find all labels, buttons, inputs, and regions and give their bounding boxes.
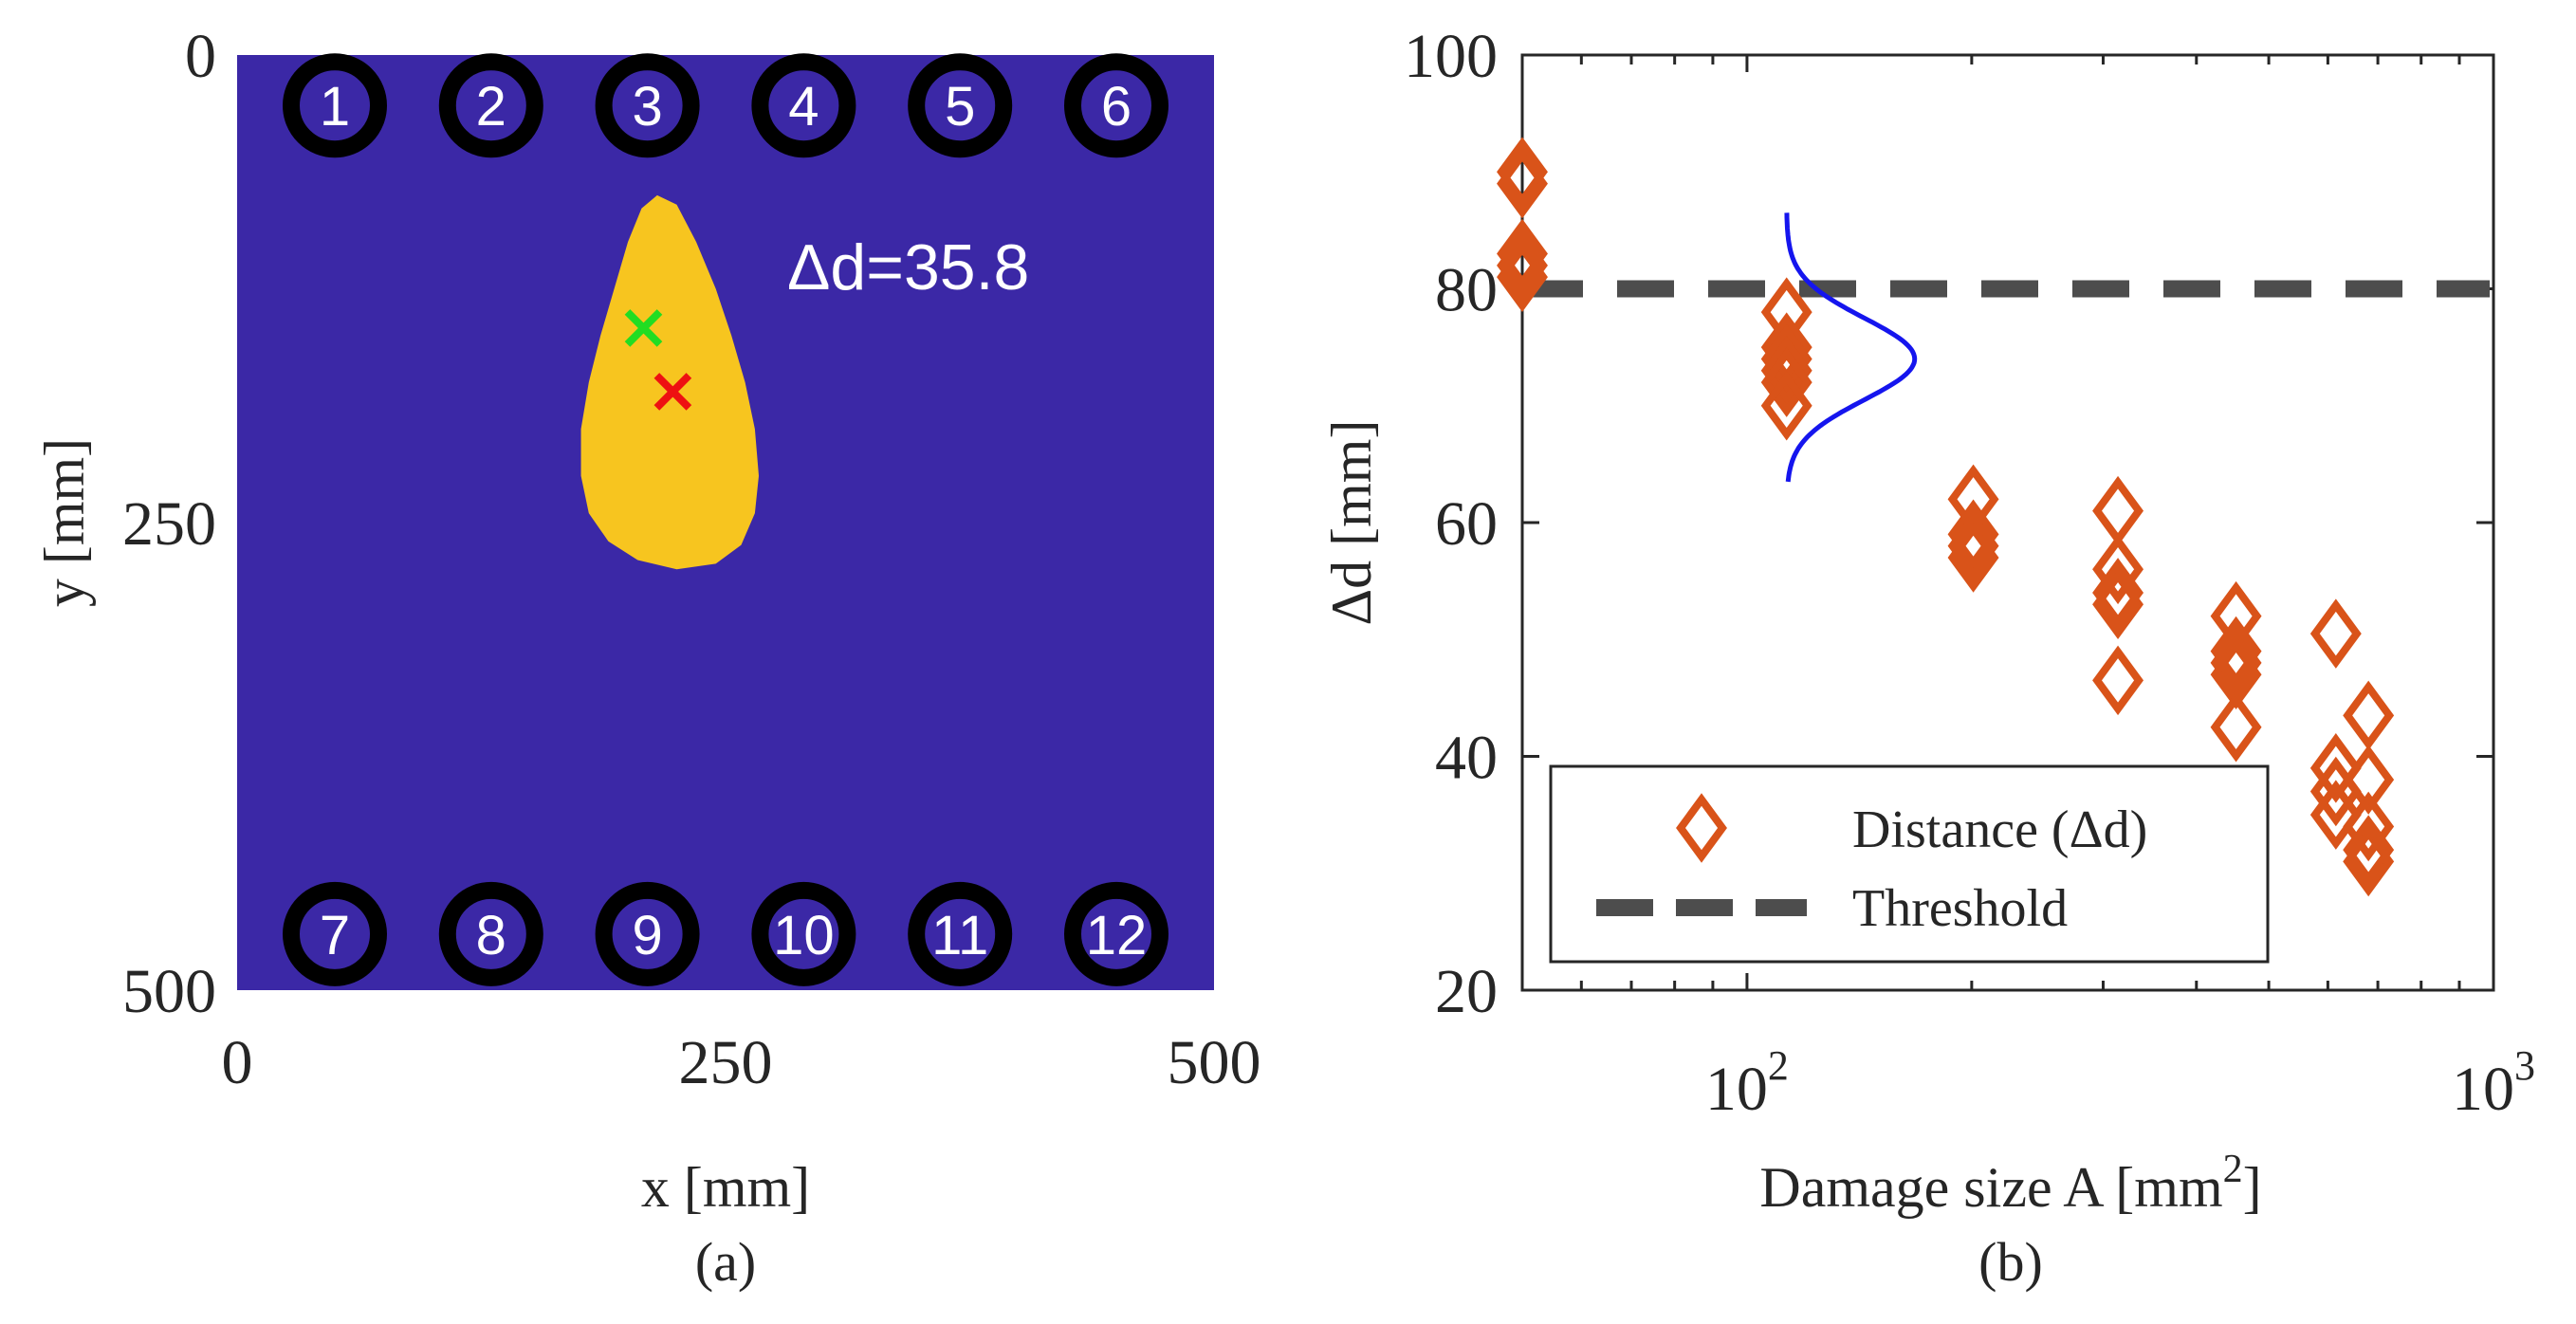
sensor-label: 6: [1101, 76, 1132, 138]
x-tick-label-a: 500: [1168, 1028, 1261, 1097]
estimated-location-marker: [653, 373, 692, 411]
x-tick-label-b: 102: [1705, 1042, 1789, 1124]
y-tick-label-b: 40: [1435, 724, 1498, 793]
distance-point: [1947, 499, 1999, 570]
distance-point: [2309, 733, 2362, 803]
y-tick-label-b: 80: [1435, 256, 1498, 325]
sensor-circle: [908, 881, 1013, 986]
distance-point: [2210, 691, 2262, 763]
distance-point: [1497, 148, 1548, 219]
y-tick-label-b: 100: [1404, 22, 1498, 91]
sensor-circle: [438, 881, 543, 986]
delta-d-annotation: Δd=35.8: [787, 231, 1029, 303]
y-tick-label-b: 20: [1435, 957, 1498, 1026]
sensor-label: 11: [931, 905, 988, 966]
distance-point: [2309, 780, 2362, 850]
distance-point: [1760, 336, 1812, 406]
distance-point: [2092, 645, 2144, 716]
y-tick-label-a: 500: [122, 957, 216, 1026]
sensor-circle: [908, 53, 1013, 158]
sensor-circle: [438, 53, 543, 158]
sensor-circle: [283, 53, 387, 158]
legend-box: [1549, 764, 2270, 964]
y-tick-label-a: 250: [122, 489, 216, 559]
location-markers: [624, 309, 692, 411]
distance-point: [2343, 680, 2395, 751]
distance-point: [1497, 230, 1548, 301]
sensor-circle: [751, 881, 856, 986]
distance-point: [2343, 815, 2395, 885]
sensor-label: 3: [632, 76, 662, 138]
y-axis-label-a: y [mm]: [33, 438, 96, 607]
distance-point: [1760, 370, 1812, 441]
sensor-label: 5: [945, 76, 975, 138]
true-location-marker: [624, 309, 663, 347]
legend-diamond-marker: [1676, 793, 1727, 863]
y-axis-label-b: Δd [mm]: [1320, 420, 1383, 626]
sensor-label: 12: [1086, 905, 1148, 966]
sensor-label: 9: [632, 905, 662, 966]
sensor-label: 2: [476, 76, 506, 138]
sensor-circle: [1064, 881, 1168, 986]
distance-markers: [1497, 137, 2395, 897]
distance-point: [1760, 323, 1812, 395]
sensor-circle: [595, 53, 700, 158]
x-tick-label-a: 0: [222, 1028, 253, 1097]
distance-point: [1497, 218, 1548, 289]
x-tick-label-a: 250: [679, 1028, 773, 1097]
legend-threshold-label: Threshold: [1852, 879, 2068, 938]
y-tick-label-a: 0: [185, 22, 216, 91]
distribution-curve: [1784, 212, 1918, 483]
sensor-circle: [283, 881, 387, 986]
y-tick-label-b: 60: [1435, 489, 1498, 559]
distance-point: [2092, 569, 2144, 640]
distance-point: [2210, 628, 2262, 698]
sensor-label: 8: [476, 905, 506, 966]
caption-a: (a): [695, 1231, 756, 1293]
sensor-label: 4: [788, 76, 819, 138]
distance-point: [2210, 616, 2262, 687]
x-tick-label-b: 103: [2452, 1042, 2535, 1124]
distance-point: [1760, 347, 1812, 417]
damage-region: [580, 194, 760, 570]
legend: Distance (Δd) Threshold: [1549, 764, 2270, 964]
distance-point: [1497, 242, 1548, 312]
distance-point: [2343, 791, 2395, 862]
distance-point: [1947, 510, 1999, 581]
x-axis-label-a: x [mm]: [641, 1156, 810, 1219]
x-axis-label-b: Damage size A [mm2]: [1759, 1148, 2261, 1219]
caption-b: (b): [1978, 1231, 2043, 1293]
distance-point: [2309, 598, 2362, 669]
distance-point: [2092, 558, 2144, 628]
sensor-label: 1: [320, 76, 350, 138]
sensor-label: 10: [773, 905, 835, 966]
distance-point: [1947, 523, 1999, 593]
legend-distance-label: Distance (Δd): [1852, 800, 2147, 859]
distance-point: [2343, 745, 2395, 815]
sensor-circle: [595, 881, 700, 986]
distance-point: [1497, 137, 1548, 208]
sensor-circle: [1064, 53, 1168, 158]
panel-b-scatter: 20 40 60 80 100 102 103 Distance (Δd) Threshol…: [1320, 22, 2535, 1293]
sensor-circle: [751, 53, 856, 158]
sensor-label: 7: [320, 905, 350, 966]
distance-point: [2092, 534, 2144, 605]
distance-point: [2343, 826, 2395, 897]
